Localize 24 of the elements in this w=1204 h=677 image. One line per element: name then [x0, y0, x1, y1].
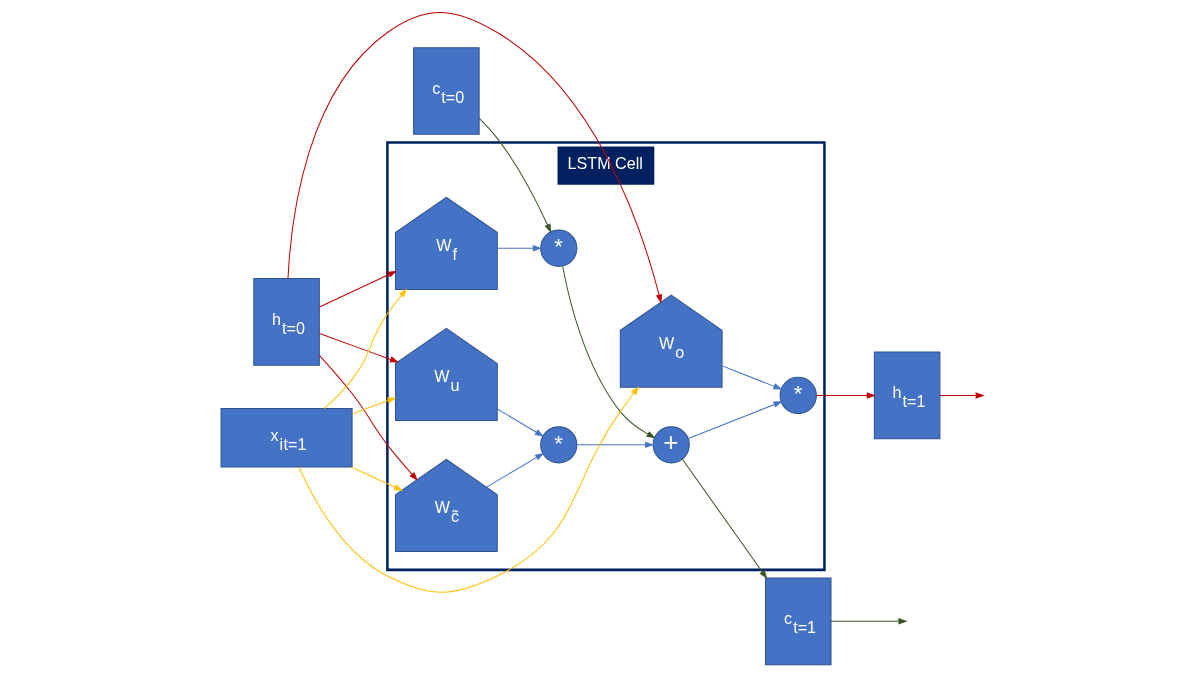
arrow: [496, 408, 544, 437]
arrow: [561, 265, 656, 439]
arrow: [318, 333, 399, 363]
node-circle: *: [779, 376, 817, 415]
arrow: [485, 452, 544, 488]
arrow: [938, 392, 985, 399]
arrow: [286, 12, 662, 304]
arrow: [721, 365, 782, 390]
node-circle: +: [652, 426, 690, 464]
arrow: [681, 458, 767, 580]
arrow: [350, 466, 403, 491]
node-circle: *: [539, 426, 577, 464]
arrow: [496, 245, 542, 252]
arrow: [478, 117, 551, 234]
arrow: [576, 441, 654, 449]
node-circle: *: [539, 229, 577, 267]
arrow: [815, 392, 876, 399]
arrow: [298, 386, 639, 593]
arrow: [687, 401, 783, 439]
arrow: [323, 288, 407, 410]
arrow: [830, 618, 908, 625]
arrow: [351, 397, 396, 415]
arrow: [318, 270, 397, 308]
arrow: [318, 354, 418, 481]
